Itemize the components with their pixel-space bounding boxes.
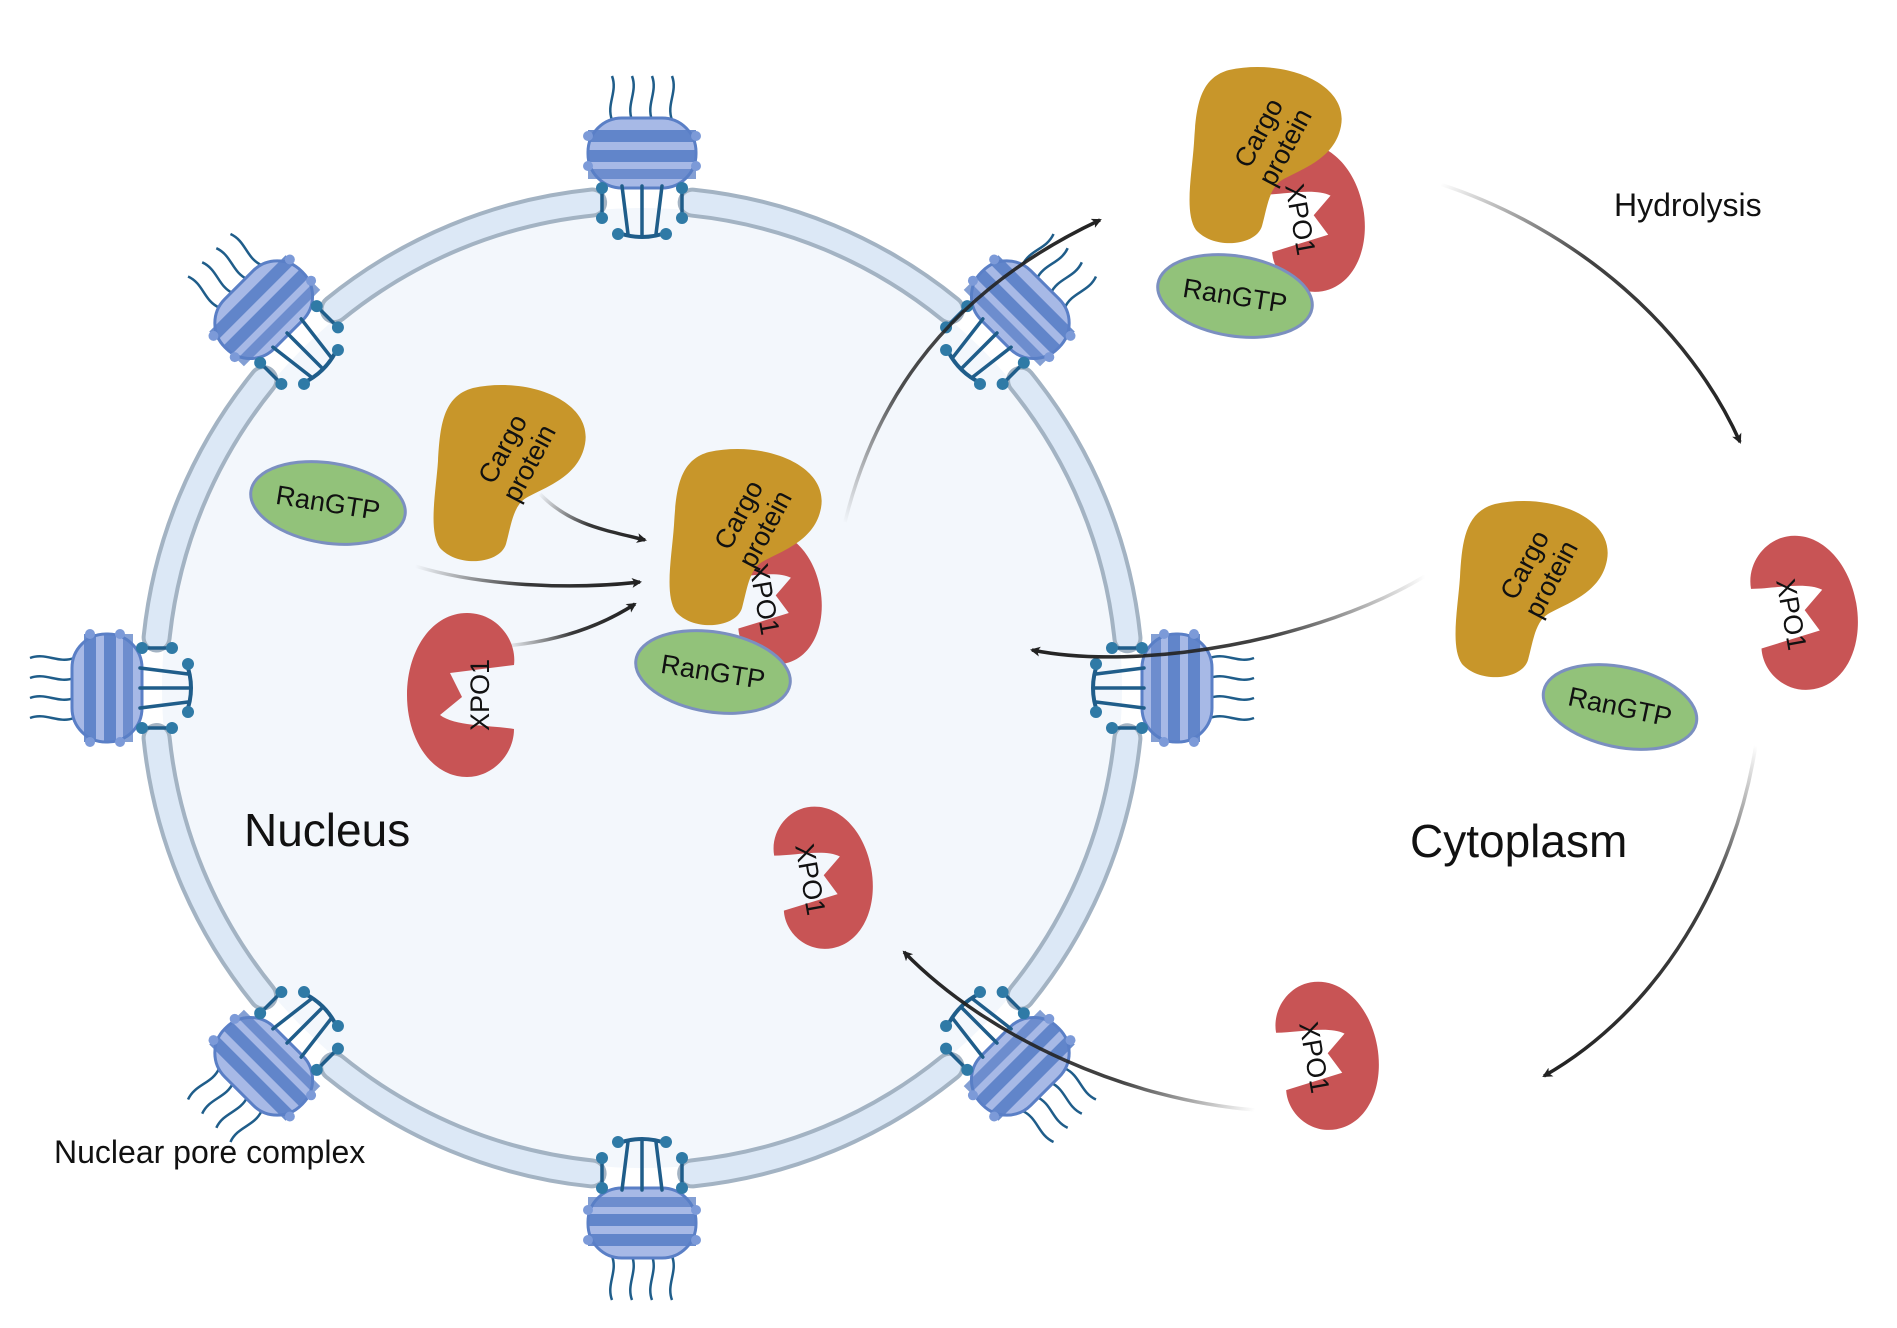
xpo1-free-nucleus: XPO1 [407, 613, 515, 777]
nuclear-pore-complex-label: Nuclear pore complex [54, 1134, 365, 1170]
hydrolysis-label: Hydrolysis [1614, 187, 1762, 223]
rangtp-icon [634, 629, 792, 715]
nuclear-pore-complex-icon [28, 627, 196, 749]
nucleus-label: Nucleus [244, 804, 410, 856]
xpo1-label: XPO1 [1770, 576, 1812, 652]
arrow-ran-to-complex [414, 564, 642, 588]
rangtp-icon [249, 460, 407, 546]
export-complex-nucleus: XPO1 Cargo protein RanGTP [634, 448, 832, 715]
arrow-export-out [843, 218, 1102, 523]
rangtp-free-cytoplasm: RanGTP [1541, 663, 1699, 751]
xpo1-label: XPO1 [465, 659, 495, 731]
xpo1-label: XPO1 [1293, 1019, 1335, 1095]
arrow-import-in [1030, 574, 1426, 659]
cargo-free-cytoplasm: Cargo protein [1455, 500, 1608, 678]
export-complex-cytoplasm: XPO1 Cargo protein RanGTP [1156, 66, 1377, 339]
arrow-hydrolysis [1439, 182, 1742, 444]
arrow-xpo1-down [1542, 743, 1758, 1078]
rangtp-free-nucleus: RanGTP [249, 460, 407, 546]
xpo1-label: XPO1 [1279, 181, 1321, 257]
complex-rangtp: RanGTP [1156, 253, 1314, 339]
nuclear-pore-complex-icon [581, 74, 703, 242]
complex-cargo: Cargo protein [1189, 66, 1342, 244]
arrow-cargo-to-complex [538, 492, 647, 543]
nuclear-pore-complex-icon [581, 1134, 703, 1302]
cytoplasm-label: Cytoplasm [1410, 815, 1627, 867]
arrow-xpo1-recycle-in [902, 950, 1256, 1112]
xpo1-free-cytoplasm-bottom: XPO1 [1268, 972, 1391, 1137]
rangtp-icon [1541, 663, 1699, 751]
arrow-xpo1-to-complex [504, 602, 637, 648]
complex-rangtp: RanGTP [634, 629, 792, 715]
nucleus-region [162, 208, 1122, 1168]
arrows [414, 182, 1758, 1112]
rangtp-icon [1156, 253, 1314, 339]
xpo1-free-cytoplasm-right: XPO1 [1742, 526, 1870, 697]
